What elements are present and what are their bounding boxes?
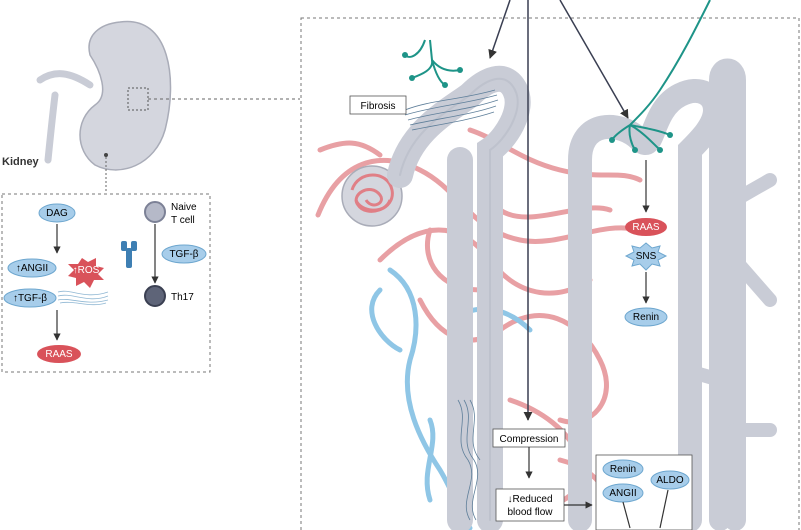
naive-t-cell-label-2: T cell (171, 215, 195, 226)
kidney-illustration (36, 20, 172, 171)
reduced-blood-flow-box (495, 488, 565, 522)
inset-pathway-left: DAG ↑ANGII ↑ROS ↑TGF-β RAAS (3, 203, 109, 363)
glomerulus (341, 165, 403, 227)
ros-label: ↑ROS (73, 265, 100, 276)
fiber-icon (57, 290, 109, 306)
sns-burst (624, 242, 668, 271)
fibrosis-fibers (404, 89, 499, 131)
top-arrows (488, 0, 629, 421)
sns-label: SNS (636, 251, 657, 262)
renin-box-pill (602, 459, 644, 479)
th17-label: Th17 (171, 292, 194, 303)
inset-pathway-right: Naive T cell TGF-β Th17 (121, 201, 207, 307)
raas-pill (625, 218, 667, 236)
th17-cell-icon (144, 285, 166, 307)
nerve-terminals (402, 52, 673, 153)
renin-label: Renin (633, 312, 659, 323)
fibrosis-box (349, 95, 407, 115)
tgfb-up-pill (3, 288, 57, 308)
nephron-tubule (387, 58, 777, 530)
tgfb-pill (161, 244, 207, 264)
angii-label: ↑ANGII (16, 263, 48, 274)
compression-label: Compression (500, 434, 559, 445)
tgfb-up-label: ↑TGF-β (13, 293, 47, 304)
angii-pill (7, 258, 57, 278)
reduced-blood-flow-label-1: ↓Reduced (507, 494, 552, 505)
fibrosis-label: Fibrosis (360, 101, 395, 112)
reduced-blood-flow-label-2: blood flow (507, 507, 553, 518)
renin-pill (624, 307, 668, 327)
renin-box-label: Renin (610, 464, 636, 475)
main-panel-box (300, 17, 800, 530)
receptor-icon (121, 241, 137, 268)
inset-box (1, 193, 211, 373)
naive-t-cell-label: Naive (171, 202, 197, 213)
dag-label: DAG (46, 208, 68, 219)
raas-label: RAAS (632, 222, 660, 233)
naive-t-cell-icon (144, 201, 166, 223)
raas-inset-label: RAAS (45, 349, 73, 360)
dag-pill (38, 203, 76, 223)
ros-burst (68, 258, 104, 288)
aldo-label: ALDO (656, 475, 683, 486)
tgfb-label: TGF-β (169, 249, 198, 260)
compressed-fibers (457, 399, 481, 521)
kidney-label: Kidney (2, 156, 40, 168)
raas-pill-inset (37, 345, 81, 363)
angii-box-label: ANGII (609, 488, 636, 499)
aldo-pill (650, 470, 690, 490)
